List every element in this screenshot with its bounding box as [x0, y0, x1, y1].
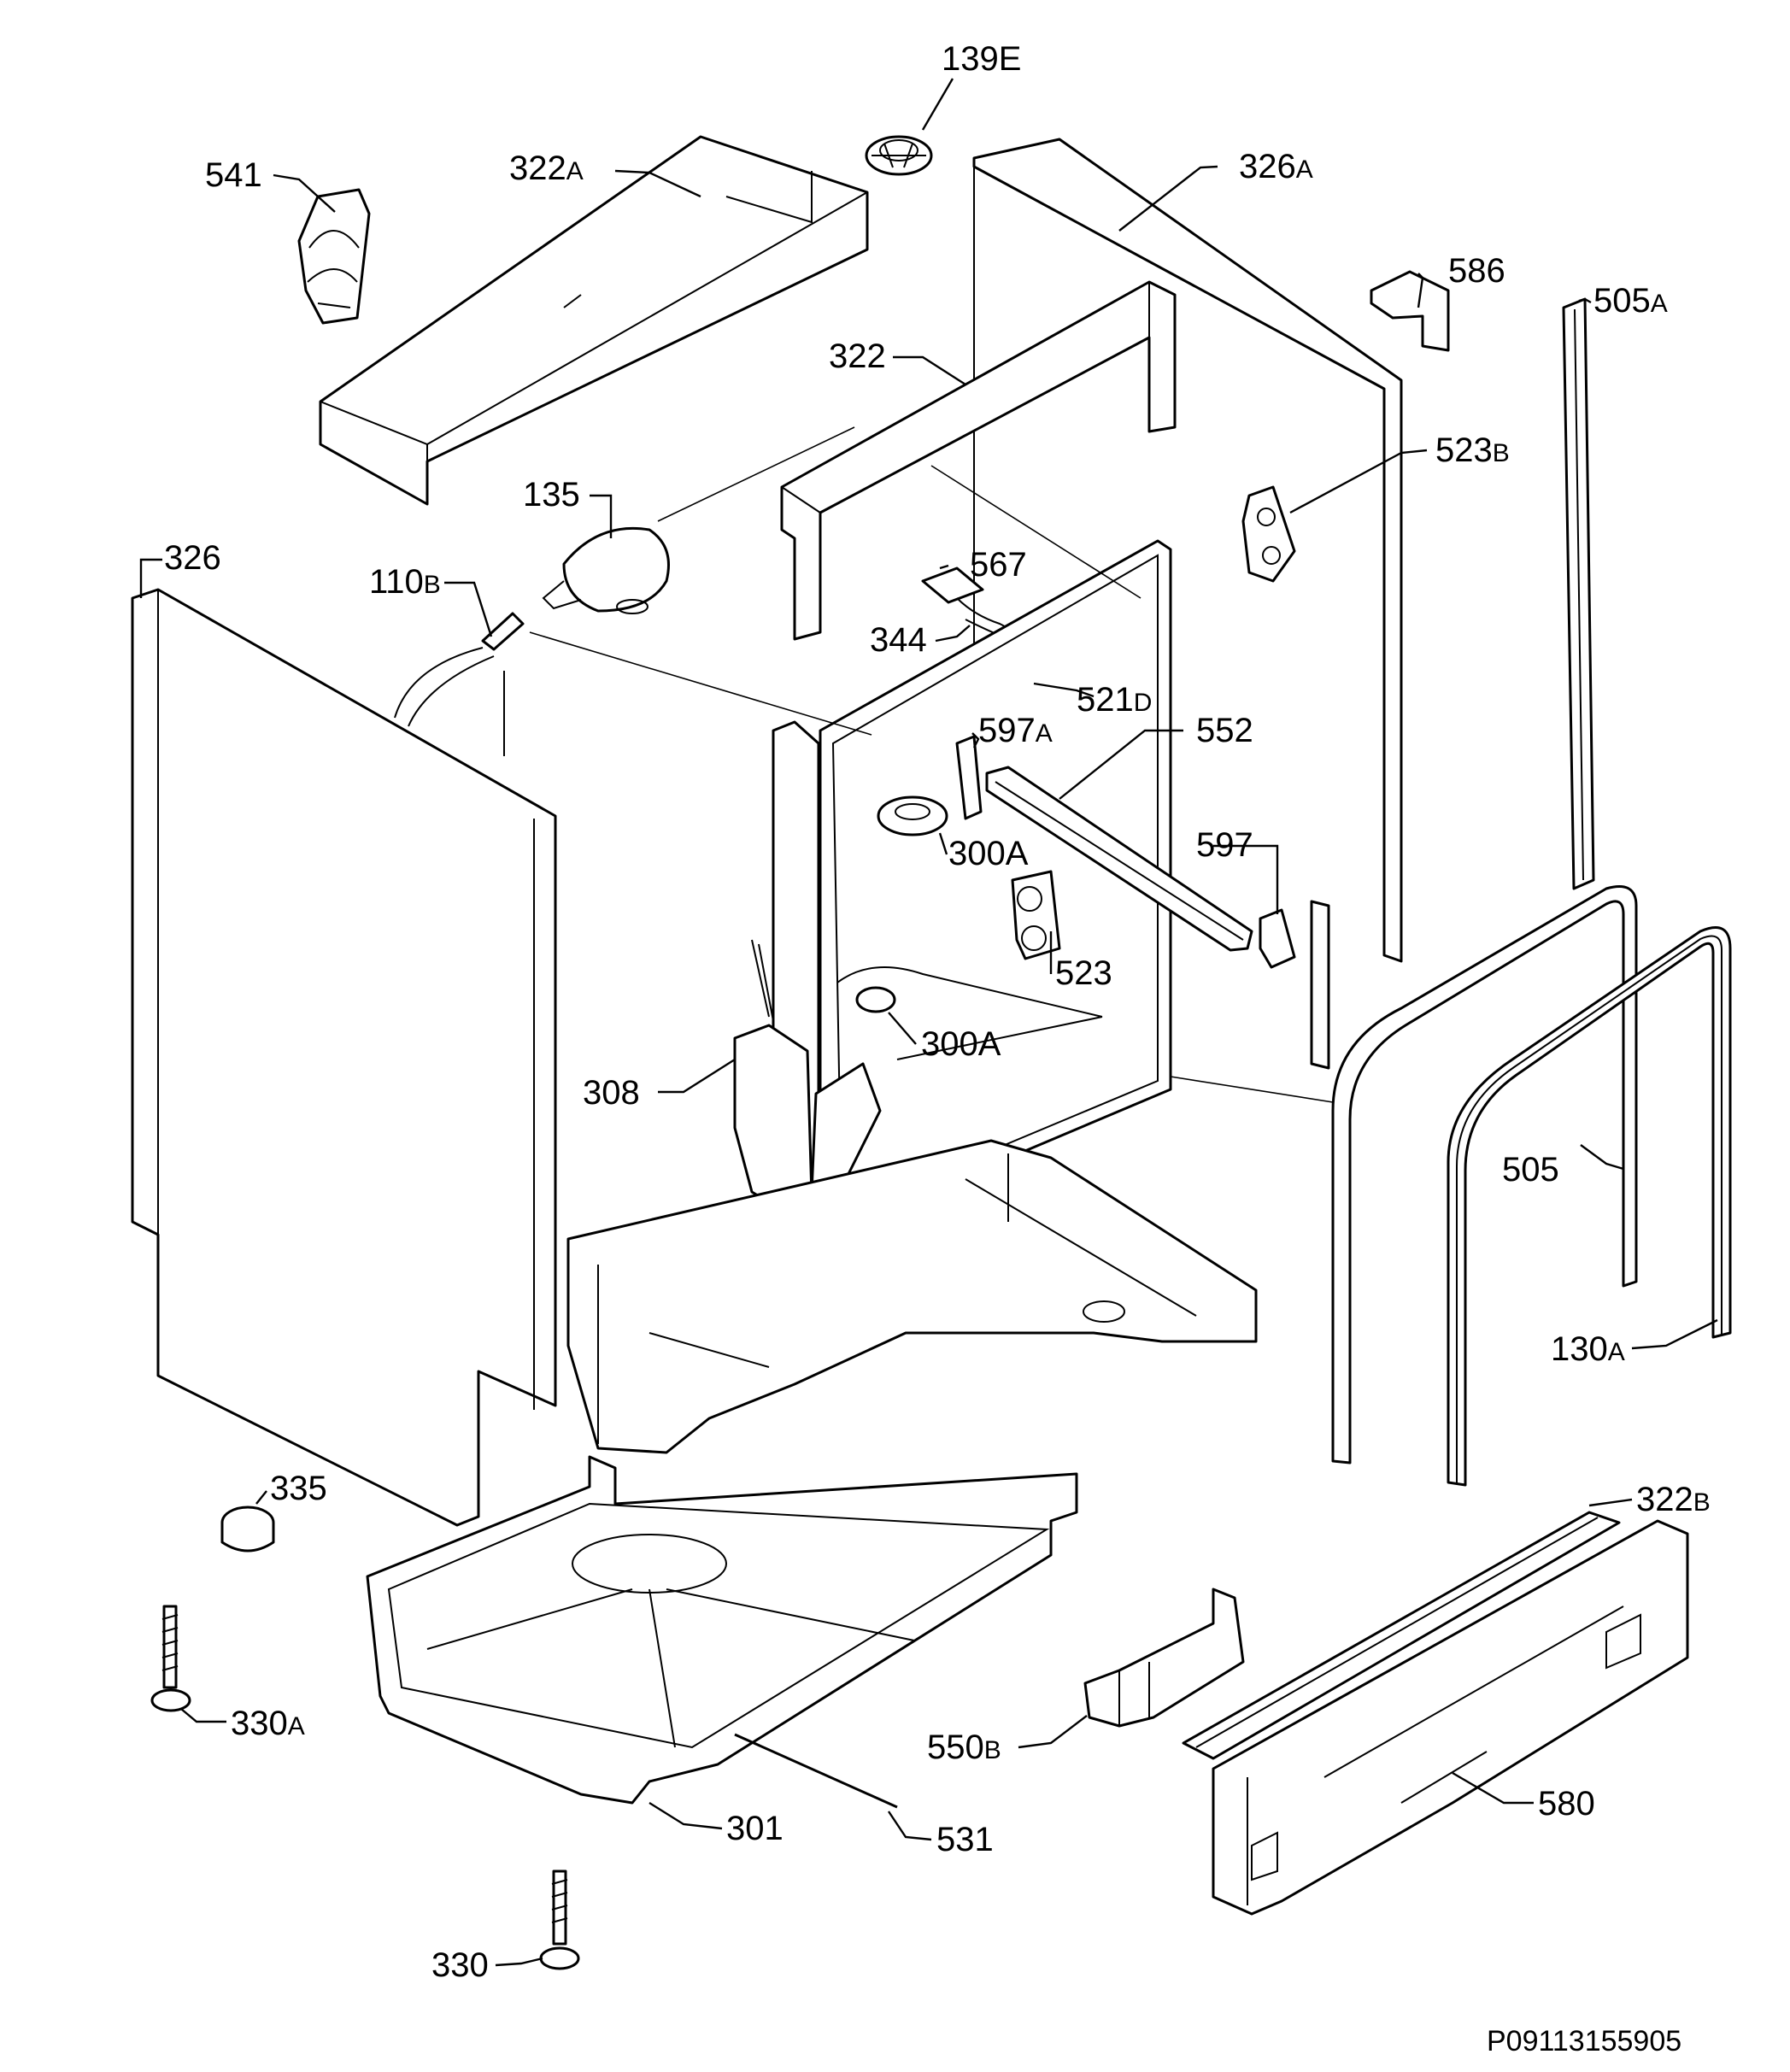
part-300A-lower	[855, 986, 896, 1013]
part-550B	[1083, 1588, 1245, 1728]
leader-lines	[139, 78, 1718, 1967]
label-541: 541	[205, 156, 262, 194]
part-567	[921, 566, 984, 604]
part-523B	[1241, 485, 1296, 583]
label-308: 308	[583, 1074, 640, 1112]
label-550B: 550B	[927, 1729, 1001, 1766]
part-586	[1370, 270, 1450, 352]
part-505A	[1562, 297, 1595, 890]
label-552: 552	[1196, 712, 1253, 749]
part-301	[366, 1455, 1078, 1805]
label-505A: 505A	[1593, 282, 1668, 320]
part-505	[1331, 885, 1638, 1464]
part-326	[131, 588, 557, 1527]
part-labels: 139E 541 322A 326A 586 505A 322 523B 135…	[164, 40, 1711, 2057]
label-326: 326	[164, 539, 221, 577]
part-110B	[394, 612, 525, 756]
label-322A: 322A	[509, 150, 584, 187]
label-523B: 523B	[1435, 431, 1510, 469]
label-300A-upper: 300A	[948, 835, 1029, 872]
part-base-frame	[566, 1139, 1258, 1454]
part-335	[220, 1506, 275, 1553]
label-130A: 130A	[1551, 1330, 1625, 1368]
label-300A-lower: 300A	[921, 1025, 1001, 1063]
label-597A: 597A	[978, 712, 1053, 749]
label-330: 330	[431, 1946, 489, 1984]
label-322: 322	[829, 338, 886, 375]
part-531	[734, 1733, 898, 1809]
label-521D: 521D	[1077, 681, 1152, 719]
label-322B: 322B	[1636, 1481, 1711, 1518]
part-580	[1212, 1519, 1689, 1916]
part-322A	[319, 135, 869, 506]
part-135	[542, 526, 670, 614]
label-597: 597	[1196, 826, 1253, 864]
label-580: 580	[1538, 1785, 1595, 1823]
label-586: 586	[1448, 252, 1505, 290]
label-335: 335	[270, 1470, 327, 1507]
label-326A: 326A	[1239, 148, 1313, 185]
assembly-guide-lines	[529, 426, 1334, 1103]
part-541	[297, 188, 371, 325]
part-597A	[955, 735, 983, 820]
label-523: 523	[1055, 954, 1112, 992]
label-301: 301	[726, 1810, 783, 1847]
label-567: 567	[970, 546, 1027, 584]
label-139E: 139E	[942, 40, 1021, 78]
part-139E	[865, 135, 933, 176]
part-597	[1259, 908, 1296, 969]
label-505: 505	[1502, 1151, 1559, 1189]
label-344: 344	[870, 621, 927, 659]
part-552	[985, 766, 1253, 952]
label-330A: 330A	[231, 1705, 305, 1742]
part-322B	[1182, 1511, 1621, 1760]
label-110B: 110B	[369, 563, 441, 601]
part-523	[1011, 870, 1061, 960]
part-300A-upper	[877, 795, 948, 836]
part-330	[539, 1869, 580, 1970]
part-330A	[150, 1605, 191, 1712]
label-531: 531	[936, 1821, 994, 1858]
label-135: 135	[523, 476, 580, 514]
part-322	[780, 280, 1177, 641]
drawing-code: P09113155905	[1487, 2025, 1681, 2057]
part-130A	[1447, 926, 1732, 1487]
